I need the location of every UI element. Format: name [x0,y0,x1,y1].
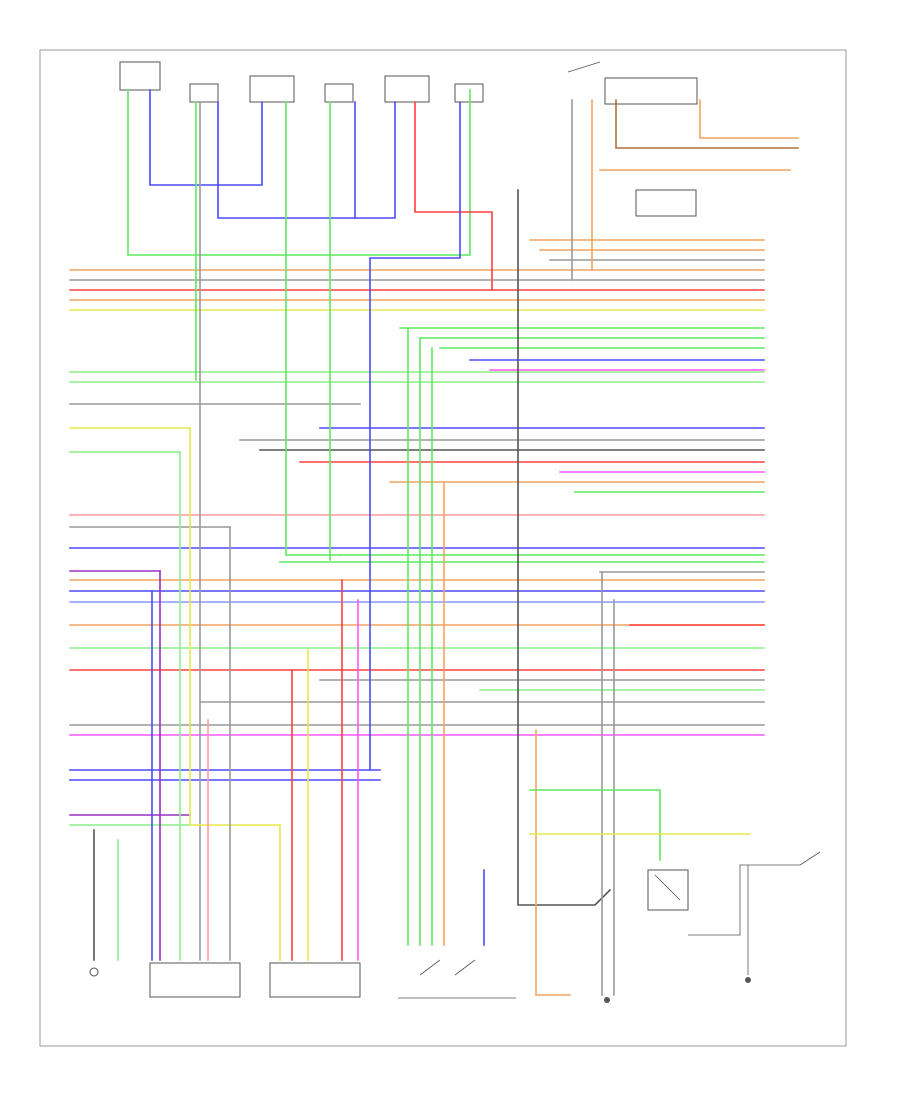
component-6 [454,83,484,103]
top-components [119,61,698,911]
right-connector-wires [199,239,765,703]
switch-contact [567,61,601,73]
connector-left [149,962,241,998]
switch-contact [799,851,821,866]
ground-point-1 [604,997,610,1003]
diagram-frame [39,49,847,1047]
ground-point-2 [745,977,751,983]
component-4 [324,83,354,103]
switch-symbols [419,61,821,976]
wire [699,99,799,139]
component-2 [189,83,219,103]
component-3 [249,75,295,103]
wire [217,101,396,219]
relay-box [604,77,698,105]
switch-box [635,189,697,217]
wire [369,101,461,771]
drop-wires [93,189,800,996]
horizontal-wires [69,269,765,826]
component-1 [119,61,161,91]
wire [688,864,800,936]
relay-component [647,869,689,911]
wire [529,789,661,861]
ground-symbol [89,967,99,977]
vertical-wires [127,89,799,961]
switch-contact [419,959,441,976]
wire [149,89,263,186]
wire [414,101,493,291]
connector-middle [269,962,361,998]
wire [127,89,471,256]
wire [535,729,571,996]
wire [615,99,799,149]
bottom-components [89,962,751,1003]
wire [285,101,341,556]
component-5 [384,75,430,103]
relay-coil [654,874,681,901]
wire [189,427,281,961]
switch-contact [454,959,476,976]
